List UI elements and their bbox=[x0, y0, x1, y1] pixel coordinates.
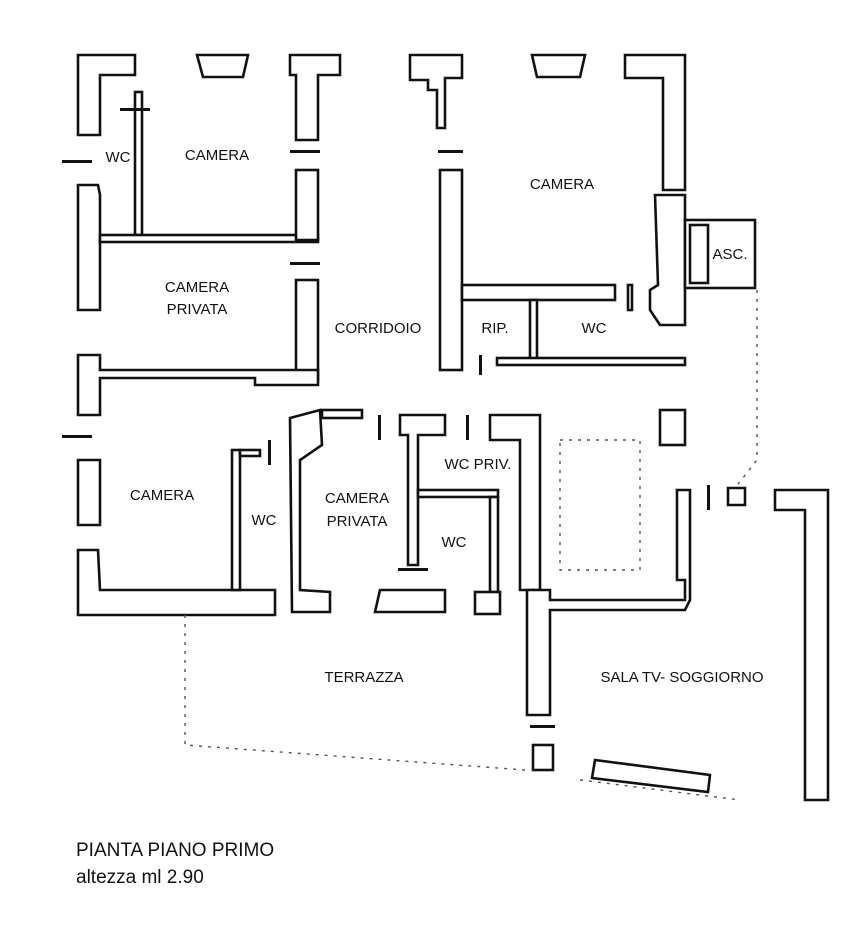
dotted-lines bbox=[184, 290, 758, 801]
room-label-terrazza: TERRAZZA bbox=[324, 669, 403, 686]
room-label-camera-privata: PRIVATA bbox=[167, 301, 228, 318]
room-label-wc: WC bbox=[106, 149, 131, 166]
room-labels: WC CAMERA CAMERA PRIVATA CORRIDOIO CAMER… bbox=[106, 147, 764, 686]
room-label-camera: CAMERA bbox=[530, 176, 594, 193]
room-label-wc: WC bbox=[442, 534, 467, 551]
plan-subtitle: altezza ml 2.90 bbox=[76, 867, 204, 888]
room-label-corridoio: CORRIDOIO bbox=[335, 320, 422, 337]
room-label-wc: WC bbox=[582, 320, 607, 337]
room-label-sala-tv: SALA TV- SOGGIORNO bbox=[600, 669, 763, 686]
room-label-rip: RIP. bbox=[481, 320, 508, 337]
walls bbox=[62, 53, 830, 802]
room-label-camera-privata: CAMERA bbox=[165, 279, 229, 296]
room-label-camera: CAMERA bbox=[130, 487, 194, 504]
room-label-camera: CAMERA bbox=[185, 147, 249, 164]
room-label-asc: ASC. bbox=[712, 246, 747, 263]
plan-title: PIANTA PIANO PRIMO bbox=[76, 840, 275, 861]
room-label-wc: WC bbox=[252, 512, 277, 529]
room-label-camera-privata: PRIVATA bbox=[327, 513, 388, 530]
room-label-wc-priv: WC PRIV. bbox=[445, 456, 512, 473]
room-label-camera-privata: CAMERA bbox=[325, 490, 389, 507]
